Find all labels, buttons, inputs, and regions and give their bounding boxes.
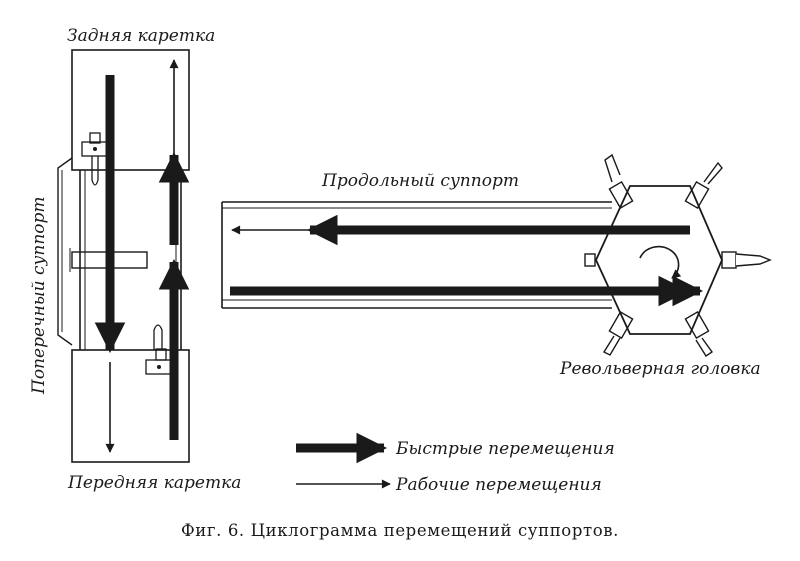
legend-working-label: Рабочие перемещения xyxy=(395,475,602,495)
cross-support-label: Поперечный суппорт xyxy=(29,196,49,395)
rear-carriage-label: Задняя каретка xyxy=(67,26,215,46)
rear-tool-holder xyxy=(81,132,109,186)
longitudinal-support-label: Продольный суппорт xyxy=(321,171,519,191)
cross-support-assembly xyxy=(57,49,190,463)
legend-fast-label: Быстрые перемещения xyxy=(395,439,615,459)
figure-caption: Фиг. 6. Циклограмма перемещений суппорто… xyxy=(181,521,619,540)
front-carriage-block xyxy=(71,349,190,463)
front-carriage-label: Передняя каретка xyxy=(67,473,241,493)
legend: Быстрые перемещения Рабочие перемещения xyxy=(296,432,615,495)
turret-head-label: Револьверная головка xyxy=(559,359,761,379)
cross-support-bracket xyxy=(57,157,73,346)
rear-carriage-block xyxy=(71,49,190,171)
turret-hexagon xyxy=(595,185,723,335)
turret-head xyxy=(584,153,772,357)
rotation-arrow xyxy=(639,245,682,279)
